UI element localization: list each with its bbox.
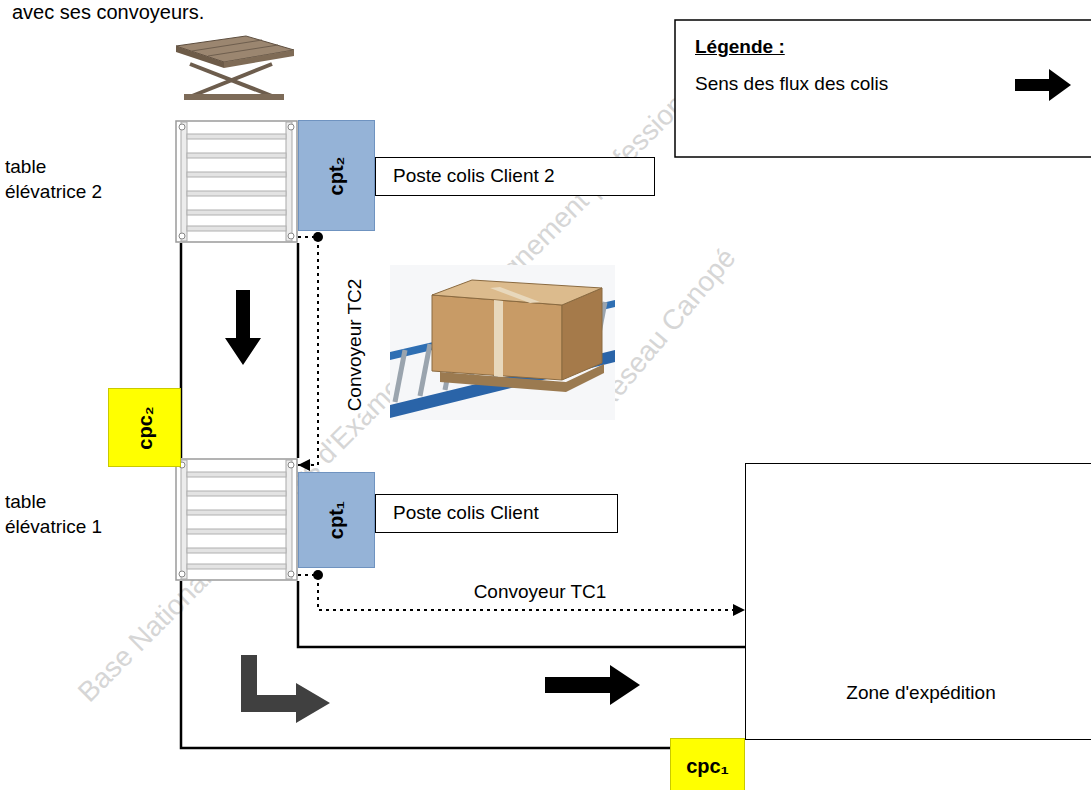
shipping-zone: Zone d'expédition: [745, 463, 1091, 740]
lift-table: table élévatrice 2: [175, 120, 298, 243]
legend-text: Sens des flux des colis: [695, 73, 888, 94]
label-anchor: avec ses convoyeurs.: [12, 0, 204, 24]
connector-dot: [313, 232, 323, 242]
legend-title: Légende :: [695, 36, 785, 59]
station-name: Poste colis Client: [393, 502, 539, 525]
watermark: Réseau Canopé: [587, 242, 743, 419]
table-label: table élévatrice 2: [5, 155, 130, 204]
sensor-name: cpc₂: [132, 406, 156, 449]
sensor-box: cpc₂: [108, 388, 181, 467]
sensor-box: cpt₂: [298, 120, 375, 231]
scissor-lift-picture: [176, 36, 294, 100]
table-label: table élévatrice 1: [5, 490, 130, 539]
station-box: Poste colis Client 2: [375, 157, 655, 196]
roller-table-picture: [176, 459, 297, 580]
sensor-box: cpt₁: [298, 472, 375, 568]
station-box: Poste colis Client: [375, 494, 618, 533]
flow-arrow: [225, 290, 261, 365]
edge-label-anchor: Convoyeur TC1: [540, 592, 677, 615]
sensor-name: cpt₁: [325, 501, 349, 539]
edge-label-anchor: Convoyeur TC2: [355, 345, 492, 368]
lift-table: table élévatrice 1: [175, 458, 298, 581]
conveyor-connector: [298, 575, 745, 610]
legend-item: Sens des flux des colis: [695, 73, 888, 96]
conveyor-label: Convoyeur TC2: [344, 277, 367, 414]
legend-frame: [675, 20, 1091, 157]
connector-dot: [313, 570, 323, 580]
label-anchor: Réseau Canopé: [665, 330, 867, 364]
station-name: Poste colis Client 2: [393, 165, 555, 188]
watermark: Base Nationale des Sujets d'Examens de l…: [71, 61, 719, 709]
conveyor-label: Convoyeur TC1: [472, 581, 609, 604]
flow-arrow: [241, 655, 330, 723]
conveyor-connector: [298, 237, 318, 465]
zone-name: Zone d'expédition: [846, 682, 995, 705]
label-anchor: Légende :: [695, 36, 785, 59]
text-line: avec ses convoyeurs.: [12, 0, 204, 24]
parcel-on-conveyor-picture: [390, 265, 615, 420]
sensor-name: cpc₁: [686, 754, 729, 778]
conveyor-outline: [181, 243, 745, 748]
legend-arrow-sample: [1015, 69, 1071, 101]
sensor-name: cpt₂: [324, 156, 348, 195]
flow-arrow: [545, 665, 640, 705]
sensor-box: cpc₁: [670, 738, 745, 790]
label-anchor: Base Nationale des Sujets d'Examens de l…: [395, 385, 1091, 419]
roller-table-picture: [176, 121, 297, 242]
